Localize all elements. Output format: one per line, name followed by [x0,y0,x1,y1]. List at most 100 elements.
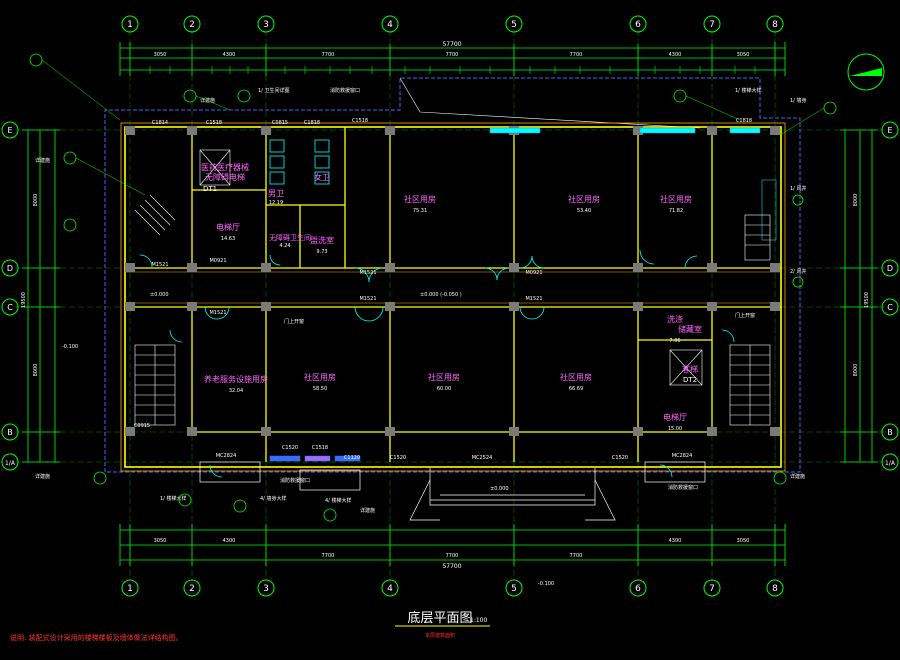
elevation-tag: ±0.000 (-0.050 ) [420,292,462,298]
room-name: 社区用房 [304,372,336,382]
drawing-scale: 1:100 [470,617,487,624]
axis-label-E: E [887,126,892,135]
axis-label-8: 8 [772,584,778,594]
dim-label: 19500 [21,292,27,308]
annotation: 1/ 风井 [790,185,806,192]
annotation: 消防救援窗口 [668,484,698,491]
axis-label-1A: 1/A [885,460,896,467]
annotation: 4/ 楼梯大样 [325,497,351,504]
axis-label-6: 6 [635,20,641,30]
stair-right [729,344,771,426]
window-tag: C1520 [612,455,628,461]
window-tag: C0915 [134,423,150,429]
entry-canopy [199,461,706,491]
room-name: 女卫 [314,172,330,182]
annotation: 1/ 楼梯大样 [160,495,186,502]
dim-label: 8000 [853,364,859,377]
annotation: 详建施 [35,473,50,480]
room-area: 66.69 [569,386,583,392]
axis-label-C: C [7,303,13,312]
dim-label: 3050 [154,52,167,58]
axis-label-B: B [7,428,13,437]
axis-label-1A: 1/A [5,460,16,467]
axis-bubbles-right [881,121,899,471]
dim-label: 8000 [33,194,39,207]
window-tag: C1518 [352,118,368,124]
room-name: 社区用房 [404,194,436,204]
axis-label-B: B [887,428,893,437]
annotation: 消防救援窗口 [280,477,310,484]
annotation: 2/ 风井 [790,268,806,275]
room-name: 洗涤 [667,314,683,324]
window-tag: C1520 [282,445,298,451]
elevator-shaft-2 [669,349,703,386]
door-tag: MC2824 [216,453,237,459]
annotation: 1/ 墙身 [790,97,806,104]
room-code: DT2 [683,376,697,384]
dim-label: 3050 [737,52,750,58]
room-area: 60.00 [437,386,451,392]
total-dim-top: 57700 [442,41,461,48]
exterior-walls [120,122,786,472]
door-tag: M1521 [151,262,168,268]
axis-bubbles-left [1,121,19,471]
dim-label: 7700 [570,52,583,58]
elevation-tag: -0.100 [538,581,554,587]
door-tag: M0921 [209,258,226,264]
axis-label-5: 5 [511,584,517,594]
axis-label-4: 4 [387,584,393,594]
door-tag: M1521 [209,310,226,316]
elevator-shaft-1 [199,149,231,186]
axis-label-C: C [887,303,893,312]
annotation: 详建施 [35,157,50,164]
room-name: 医药医疗器械 [201,162,249,172]
door-tag: M0921 [525,270,542,276]
bottom-dimension-lines [119,524,786,566]
room-name: 电梯厅 [216,222,240,232]
dim-label: 7700 [446,553,459,559]
annotation: 1/ 卫生间详图 [258,87,289,94]
axis-label-6: 6 [635,584,641,594]
north-arrow-icon [847,53,885,91]
room-area: 15.00 [668,426,682,432]
top-dim-ticks [149,66,756,74]
dim-label: 4300 [669,52,682,58]
room-code: DT1 [203,185,217,193]
dim-label: 7700 [446,52,459,58]
detail-index-markers [29,53,837,522]
window-tag: C1818 [736,118,752,124]
annotation: 1/ 楼梯大样 [735,87,761,94]
room-name: 无障碍卫生间 [269,233,311,242]
axis-label-D: D [7,264,13,273]
structural-columns [125,126,780,436]
window-tag: C1520 [390,455,406,461]
elevation-tag: ±0.000 [490,486,509,492]
axis-label-1: 1 [127,584,133,594]
dim-label: 4300 [223,52,236,58]
axis-bubbles-top [121,15,784,33]
dim-label: 7700 [322,52,335,58]
room-name: 养老服务设施用房 [204,374,268,384]
room-area: 53.40 [577,208,591,214]
room-name: 社区用房 [568,194,600,204]
room-area: 32.04 [229,388,243,394]
room-name: 社区用房 [660,194,692,204]
drawing-subtitle: 本层建筑面积 [425,632,455,639]
room-area: 71.82 [669,208,683,214]
drawing-note: 说明: 装配式设计采用的楼梯楼板及墙体做法详结构图。 [10,633,183,642]
room-name: 盥洗室 [310,235,334,245]
eave-slope [399,77,701,129]
annotation: 详建施 [360,507,375,514]
eave-outline [104,77,801,473]
grid-axis-lines [15,30,885,580]
room-name: 社区用房 [560,372,592,382]
room-name: 男卫 [268,189,284,198]
annotation: 消防救援窗口 [330,87,360,94]
room-area: 9.73 [316,249,327,255]
room-name: 电梯厅 [663,412,687,422]
room-area: 14.63 [221,236,235,242]
entrance-ramp [409,468,616,521]
axis-label-E: E [7,126,12,135]
room-area: 7.06 [669,338,680,344]
